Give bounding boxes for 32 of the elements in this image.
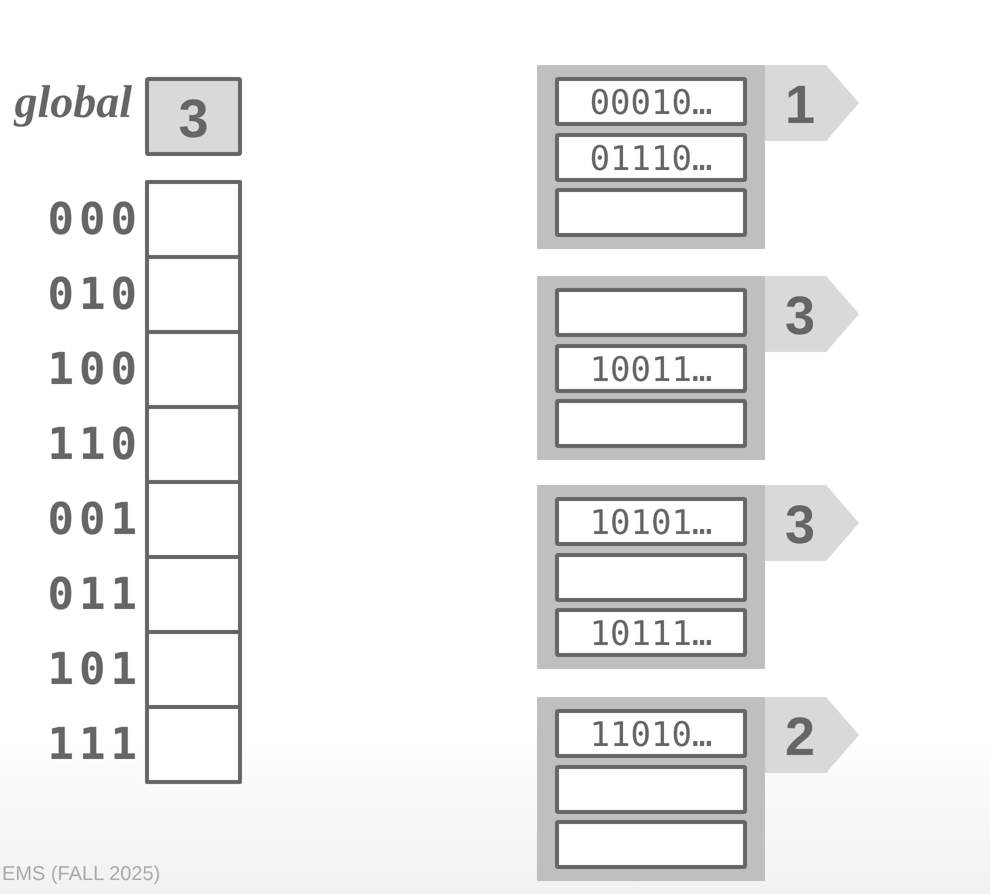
bucket-slot: 10111… (555, 608, 747, 657)
slot-index-label: 010 (46, 268, 142, 322)
slot-index-label: 000 (46, 192, 142, 246)
local-depth-tag: 3 (765, 485, 859, 561)
bucket-slot (555, 820, 747, 869)
bucket-page (537, 697, 765, 881)
bucket-page (537, 65, 765, 249)
bucket-slot (555, 288, 747, 337)
slot-index-label: 001 (46, 492, 142, 546)
bucket-slot (555, 765, 747, 814)
global-depth-label: global (12, 75, 132, 129)
local-depth-tag: 2 (765, 697, 859, 773)
slot-index-label: 011 (46, 568, 142, 622)
bucket-slot (555, 553, 747, 602)
local-depth-tag: 3 (765, 276, 859, 352)
slot-index-label: 101 (46, 642, 142, 696)
slot-index-label: 110 (46, 418, 142, 472)
slot-index-label: 111 (46, 718, 142, 772)
bucket-page (537, 485, 765, 669)
global-depth-box: 3 (145, 77, 242, 156)
bucket-slot (555, 188, 747, 237)
bucket-page (537, 276, 765, 460)
slot-index-label: 100 (46, 342, 142, 396)
directory-slot (145, 705, 242, 784)
bucket-slot: 00010… (555, 77, 747, 126)
bucket-slot: 11010… (555, 709, 747, 758)
bucket-slot (555, 399, 747, 448)
bucket-slot: 10101… (555, 497, 747, 546)
bucket-slot: 10011… (555, 344, 747, 393)
footer-text: EMS (FALL 2025) (2, 864, 160, 884)
bucket-slot: 01110… (555, 133, 747, 182)
local-depth-tag: 1 (765, 65, 859, 141)
